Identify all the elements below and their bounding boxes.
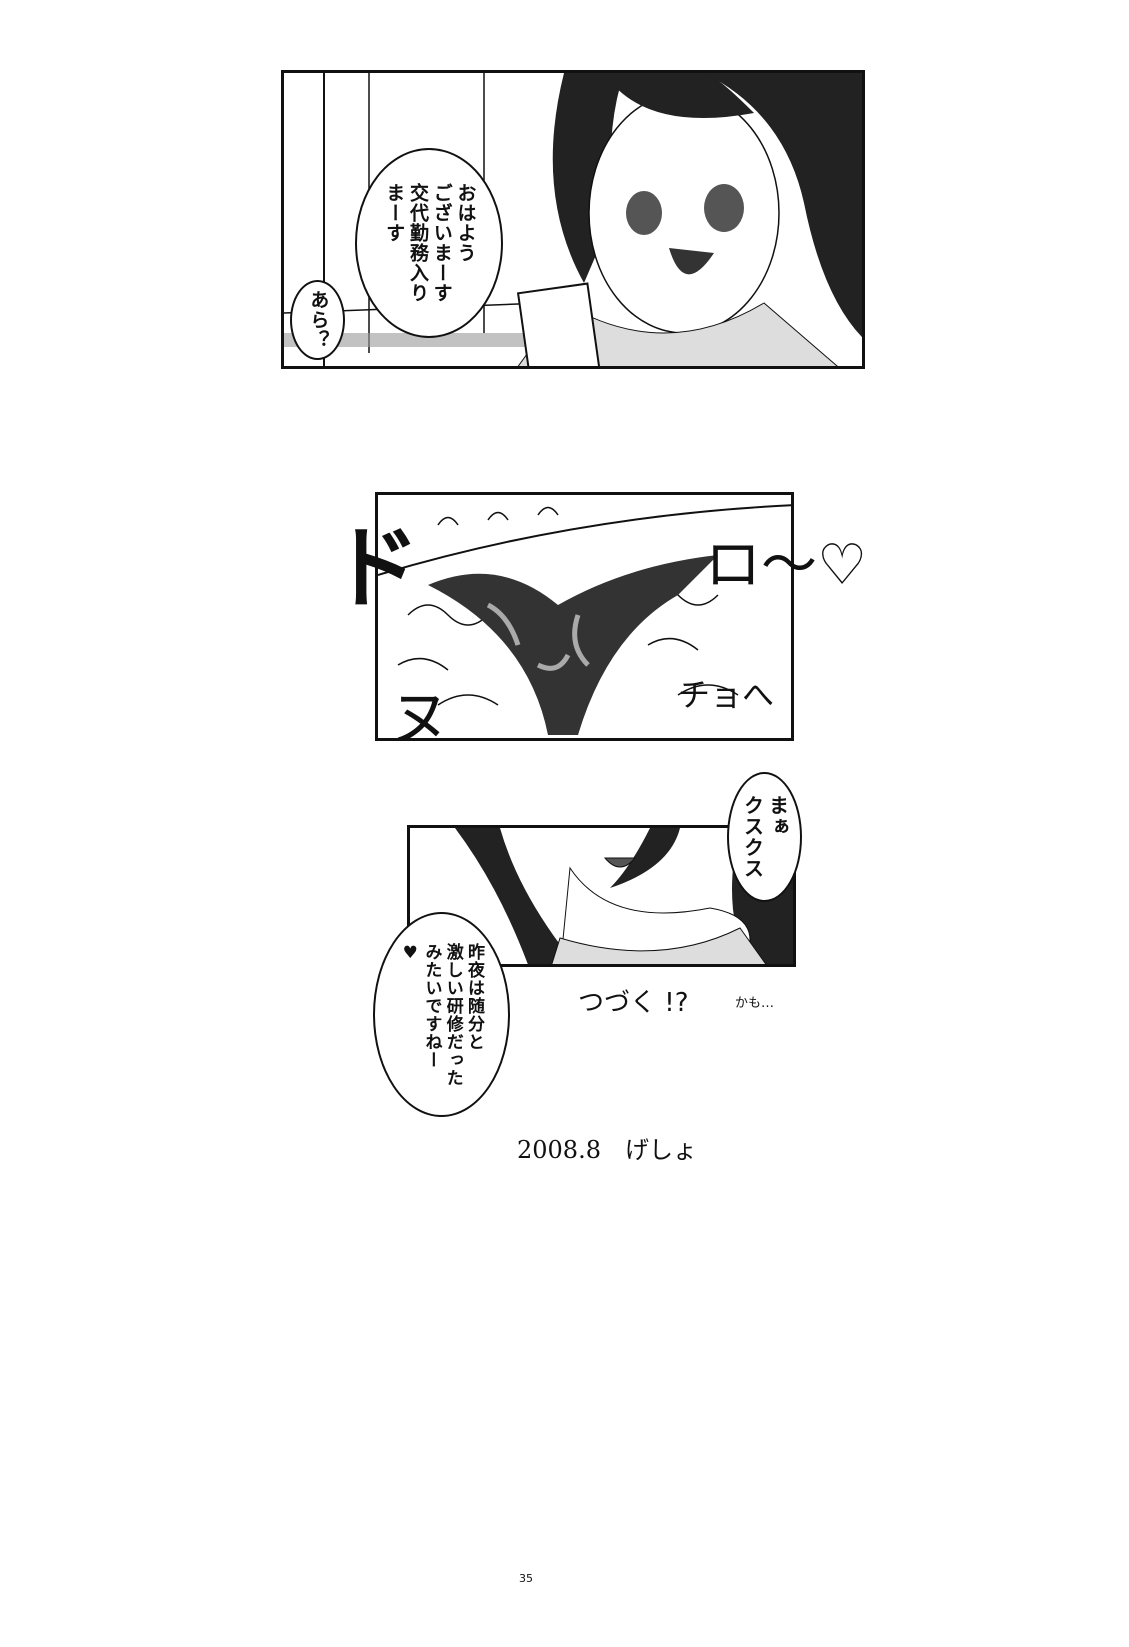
bubble-line: クスクス: [740, 795, 765, 879]
panel-2-art: [378, 504, 791, 735]
bubble-line: ございまーす: [430, 183, 453, 303]
sfx-nu: ヌ: [390, 684, 450, 741]
bubble-line: おはよう: [454, 183, 477, 263]
panel-1-art: [284, 73, 862, 366]
bubble-line: まーす: [383, 183, 406, 243]
page-number: 35: [519, 1572, 533, 1585]
maybe-caption: かも…: [735, 996, 775, 1011]
bubble-line: 昨夜は随分と: [464, 942, 484, 1051]
bubble-text: あら？: [307, 290, 330, 350]
speech-bubble-greeting: おはよう ございまーす 交代勤務入り まーす: [355, 148, 503, 338]
speech-bubble-kusukusu: まぁ クスクス: [727, 772, 802, 902]
speech-bubble-ara: あら？: [290, 280, 345, 360]
sfx-ro: ロ～♡: [705, 533, 868, 598]
bubble-line: まぁ: [765, 795, 790, 837]
signature: 2008.8 げしょ: [517, 1136, 697, 1164]
sfx-do: ド: [330, 516, 420, 621]
bubble-line: みたいですねー: [421, 942, 442, 1069]
speech-bubble-training: 昨夜は随分と 激しい研修だった みたいですねー ♥: [373, 912, 510, 1117]
bubble-line: 激しい研修だった: [442, 942, 463, 1087]
panel-2: ヌ チョへ: [375, 492, 794, 741]
heart-icon: ♥: [400, 942, 421, 964]
continued-caption: つづく !?: [578, 988, 689, 1018]
sfx-chohe: チョへ: [678, 676, 775, 714]
bubble-line: 交代勤務入り: [407, 183, 429, 303]
panel-1: [281, 70, 865, 369]
